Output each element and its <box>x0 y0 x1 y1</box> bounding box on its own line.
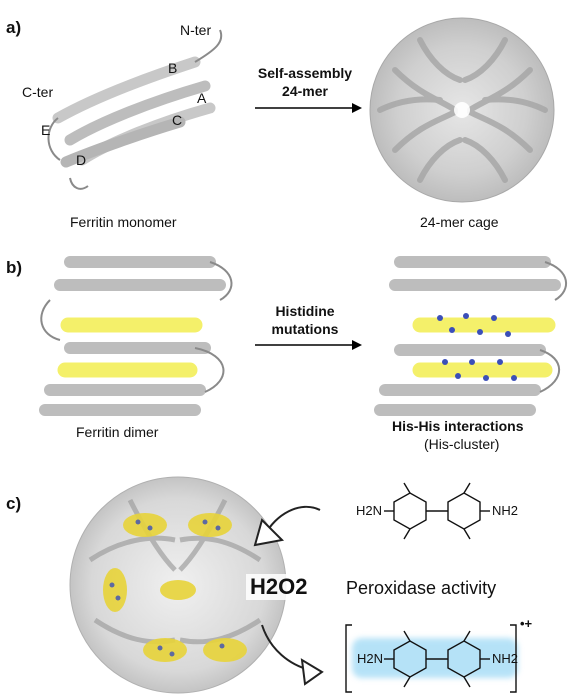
reagent-amine-right: NH2 <box>492 503 519 518</box>
panel-a-label: a) <box>6 18 22 37</box>
reagent-amine-left: H2N <box>356 503 383 518</box>
arrow-b-text-1: Histidine <box>275 303 335 319</box>
panel-c-label: c) <box>6 494 22 513</box>
ferritin-cage-structure <box>369 17 555 203</box>
ferritin-monomer-structure <box>52 56 216 168</box>
tmb-oxidized-molecule <box>345 624 518 693</box>
monomer-caption: Ferritin monomer <box>70 214 177 230</box>
radical-cation-charge: •+ <box>520 616 533 631</box>
ferritin-dimer-structure <box>39 256 233 416</box>
helix-b-label: B <box>168 60 178 76</box>
substrate-in-arrow <box>253 505 321 547</box>
arrow-a-text-1: Self-assembly <box>257 65 353 81</box>
arrow-b-text-2: mutations <box>271 321 339 337</box>
cage-caption: 24-mer cage <box>420 214 499 230</box>
arrow-a-text-2: 24-mer <box>282 83 328 99</box>
panel-b-label: b) <box>6 258 23 277</box>
monomer-loops <box>47 29 223 190</box>
helix-a-label: A <box>197 90 207 106</box>
helix-d-label: D <box>76 152 87 168</box>
tmb-molecule <box>384 482 490 540</box>
his-his-caption: His-His interactions <box>392 418 524 434</box>
ferritin-cage-his-cluster <box>69 476 287 694</box>
dimer-caption: Ferritin dimer <box>76 424 159 440</box>
brackets <box>345 624 517 693</box>
mutant-dimer-structure <box>374 256 568 416</box>
h2o2-label: H2O2 <box>246 574 312 600</box>
helix-c-label: C <box>172 112 183 128</box>
c-ter-label: C-ter <box>22 84 54 100</box>
n-ter-label: N-ter <box>180 22 212 38</box>
arrow-b <box>255 340 362 350</box>
product-amine-right: NH2 <box>492 651 519 666</box>
peroxidase-activity-label: Peroxidase activity <box>346 578 497 598</box>
his-cluster-caption: (His-cluster) <box>424 436 500 452</box>
product-out-arrow <box>261 624 324 686</box>
arrow-a <box>255 103 362 113</box>
his-cluster-residues <box>437 313 517 381</box>
helix-e-label: E <box>41 122 51 138</box>
product-amine-left: H2N <box>357 651 384 666</box>
